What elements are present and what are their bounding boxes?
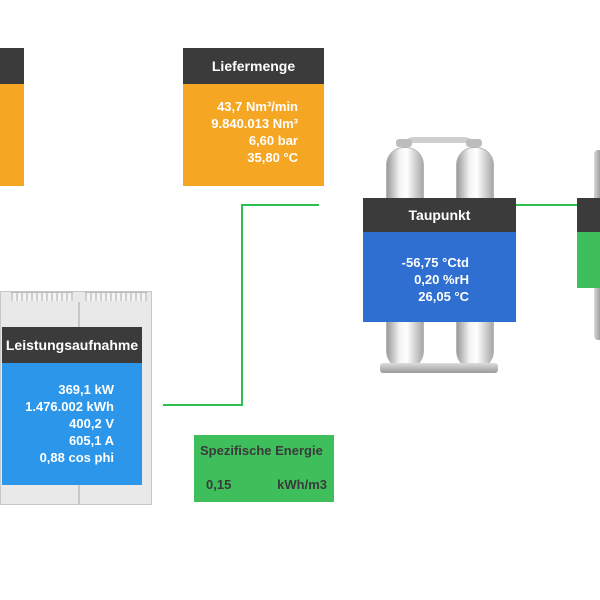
spezifische-energie-unit: kWh/m3	[277, 477, 327, 492]
taupunkt-title: Taupunkt	[363, 198, 516, 232]
taupunkt-panel[interactable]: Taupunkt -56,75 °Ctd 0,20 %rH 26,05 °C	[363, 198, 516, 322]
connector-line-dryer-left	[241, 204, 319, 206]
cabinet-vent-right	[85, 292, 147, 301]
spezifische-energie-title: Spezifische Energie	[200, 443, 323, 458]
connector-line-vertical	[241, 204, 243, 406]
taupunkt-temperature: 26,05 °C	[418, 289, 469, 304]
liefermenge-temperature: 35,80 °C	[247, 150, 298, 165]
leistungsaufnahme-panel[interactable]: Leistungsaufnahme 369,1 kW 1.476.002 kWh…	[2, 327, 142, 485]
leistungsaufnahme-energy: 1.476.002 kWh	[25, 399, 114, 414]
cabinet-vent-left	[11, 292, 73, 301]
leistungsaufnahme-power: 369,1 kW	[58, 382, 114, 397]
liefermenge-total: 9.840.013 Nm³	[211, 116, 298, 131]
liefermenge-title: Liefermenge	[183, 48, 324, 84]
dryer-tank-cap-right	[466, 139, 482, 147]
taupunkt-values: -56,75 °Ctd 0,20 %rH 26,05 °C	[363, 232, 516, 322]
leistungsaufnahme-power-factor: 0,88 cos phi	[39, 450, 114, 465]
connector-line-cabinet	[163, 404, 243, 406]
taupunkt-dewpoint: -56,75 °Ctd	[401, 255, 469, 270]
dryer-base	[380, 363, 498, 373]
right-panel-body	[577, 232, 600, 288]
spezifische-energie-value: 0,15	[206, 477, 232, 492]
liefermenge-pressure: 6,60 bar	[248, 133, 298, 148]
spezifische-energie-panel[interactable]: Spezifische Energie 0,15 kWh/m3	[194, 435, 334, 502]
left-panel-body	[0, 84, 24, 186]
connector-line-dryer-right	[516, 204, 577, 206]
leistungsaufnahme-title: Leistungsaufnahme	[2, 327, 142, 363]
leistungsaufnahme-voltage: 400,2 V	[69, 416, 114, 431]
right-panel-header	[577, 198, 600, 232]
liefermenge-panel[interactable]: Liefermenge 43,7 Nm³/min 9.840.013 Nm³ 6…	[183, 48, 324, 186]
taupunkt-humidity: 0,20 %rH	[414, 272, 469, 287]
leistungsaufnahme-values: 369,1 kW 1.476.002 kWh 400,2 V 605,1 A 0…	[2, 363, 142, 485]
liefermenge-values: 43,7 Nm³/min 9.840.013 Nm³ 6,60 bar 35,8…	[183, 84, 324, 186]
liefermenge-flow: 43,7 Nm³/min	[217, 99, 298, 114]
dryer-tank-cap-left	[396, 139, 412, 147]
leistungsaufnahme-current: 605,1 A	[68, 433, 114, 448]
left-panel-header	[0, 48, 24, 84]
